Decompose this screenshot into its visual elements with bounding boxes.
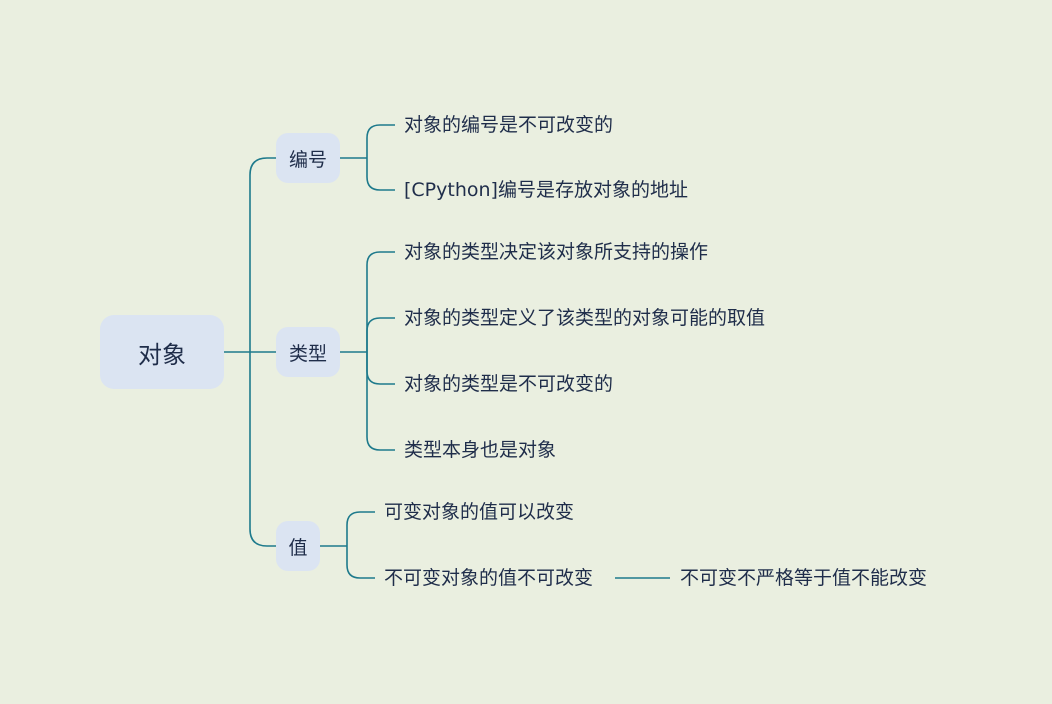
leaf-id-cpython-address[interactable]: [CPython]编号是存放对象的地址	[404, 179, 688, 201]
leaf-value-immutable[interactable]: 不可变对象的值不可改变	[384, 567, 594, 589]
connector-value-child-1	[346, 511, 375, 546]
leaf-value-immutable-note[interactable]: 不可变不严格等于值不能改变	[680, 567, 928, 589]
connector-type-child-4	[366, 352, 395, 451]
leaf-value-mutable[interactable]: 可变对象的值可以改变	[384, 501, 575, 523]
leaf-id-immutable[interactable]: 对象的编号是不可改变的	[404, 114, 614, 136]
connectors	[224, 124, 670, 579]
connector-root-branch-id	[249, 157, 276, 352]
connector-value-child-2	[346, 546, 375, 579]
connector-id-child-1	[366, 124, 395, 158]
branch-node-type[interactable]: 类型	[276, 327, 340, 377]
branch-label: 编号	[288, 148, 327, 171]
root-label: 对象	[138, 340, 186, 369]
connector-type-child-2	[366, 317, 395, 352]
connector-root-branch-value	[249, 352, 276, 547]
connector-type-child-3	[366, 352, 395, 385]
branch-node-id[interactable]: 编号	[276, 133, 340, 183]
leaf-type-is-object[interactable]: 类型本身也是对象	[404, 439, 557, 461]
connector-type-child-1	[366, 251, 395, 352]
leaf-type-operations[interactable]: 对象的类型决定该对象所支持的操作	[404, 241, 709, 263]
root-node[interactable]: 对象	[100, 315, 224, 389]
branch-label: 值	[288, 536, 308, 559]
leaf-type-immutable[interactable]: 对象的类型是不可改变的	[404, 373, 614, 395]
branch-node-value[interactable]: 值	[276, 521, 320, 571]
leaf-type-values[interactable]: 对象的类型定义了该类型的对象可能的取值	[404, 307, 766, 329]
connector-id-child-2	[366, 158, 395, 191]
branch-label: 类型	[288, 342, 327, 365]
